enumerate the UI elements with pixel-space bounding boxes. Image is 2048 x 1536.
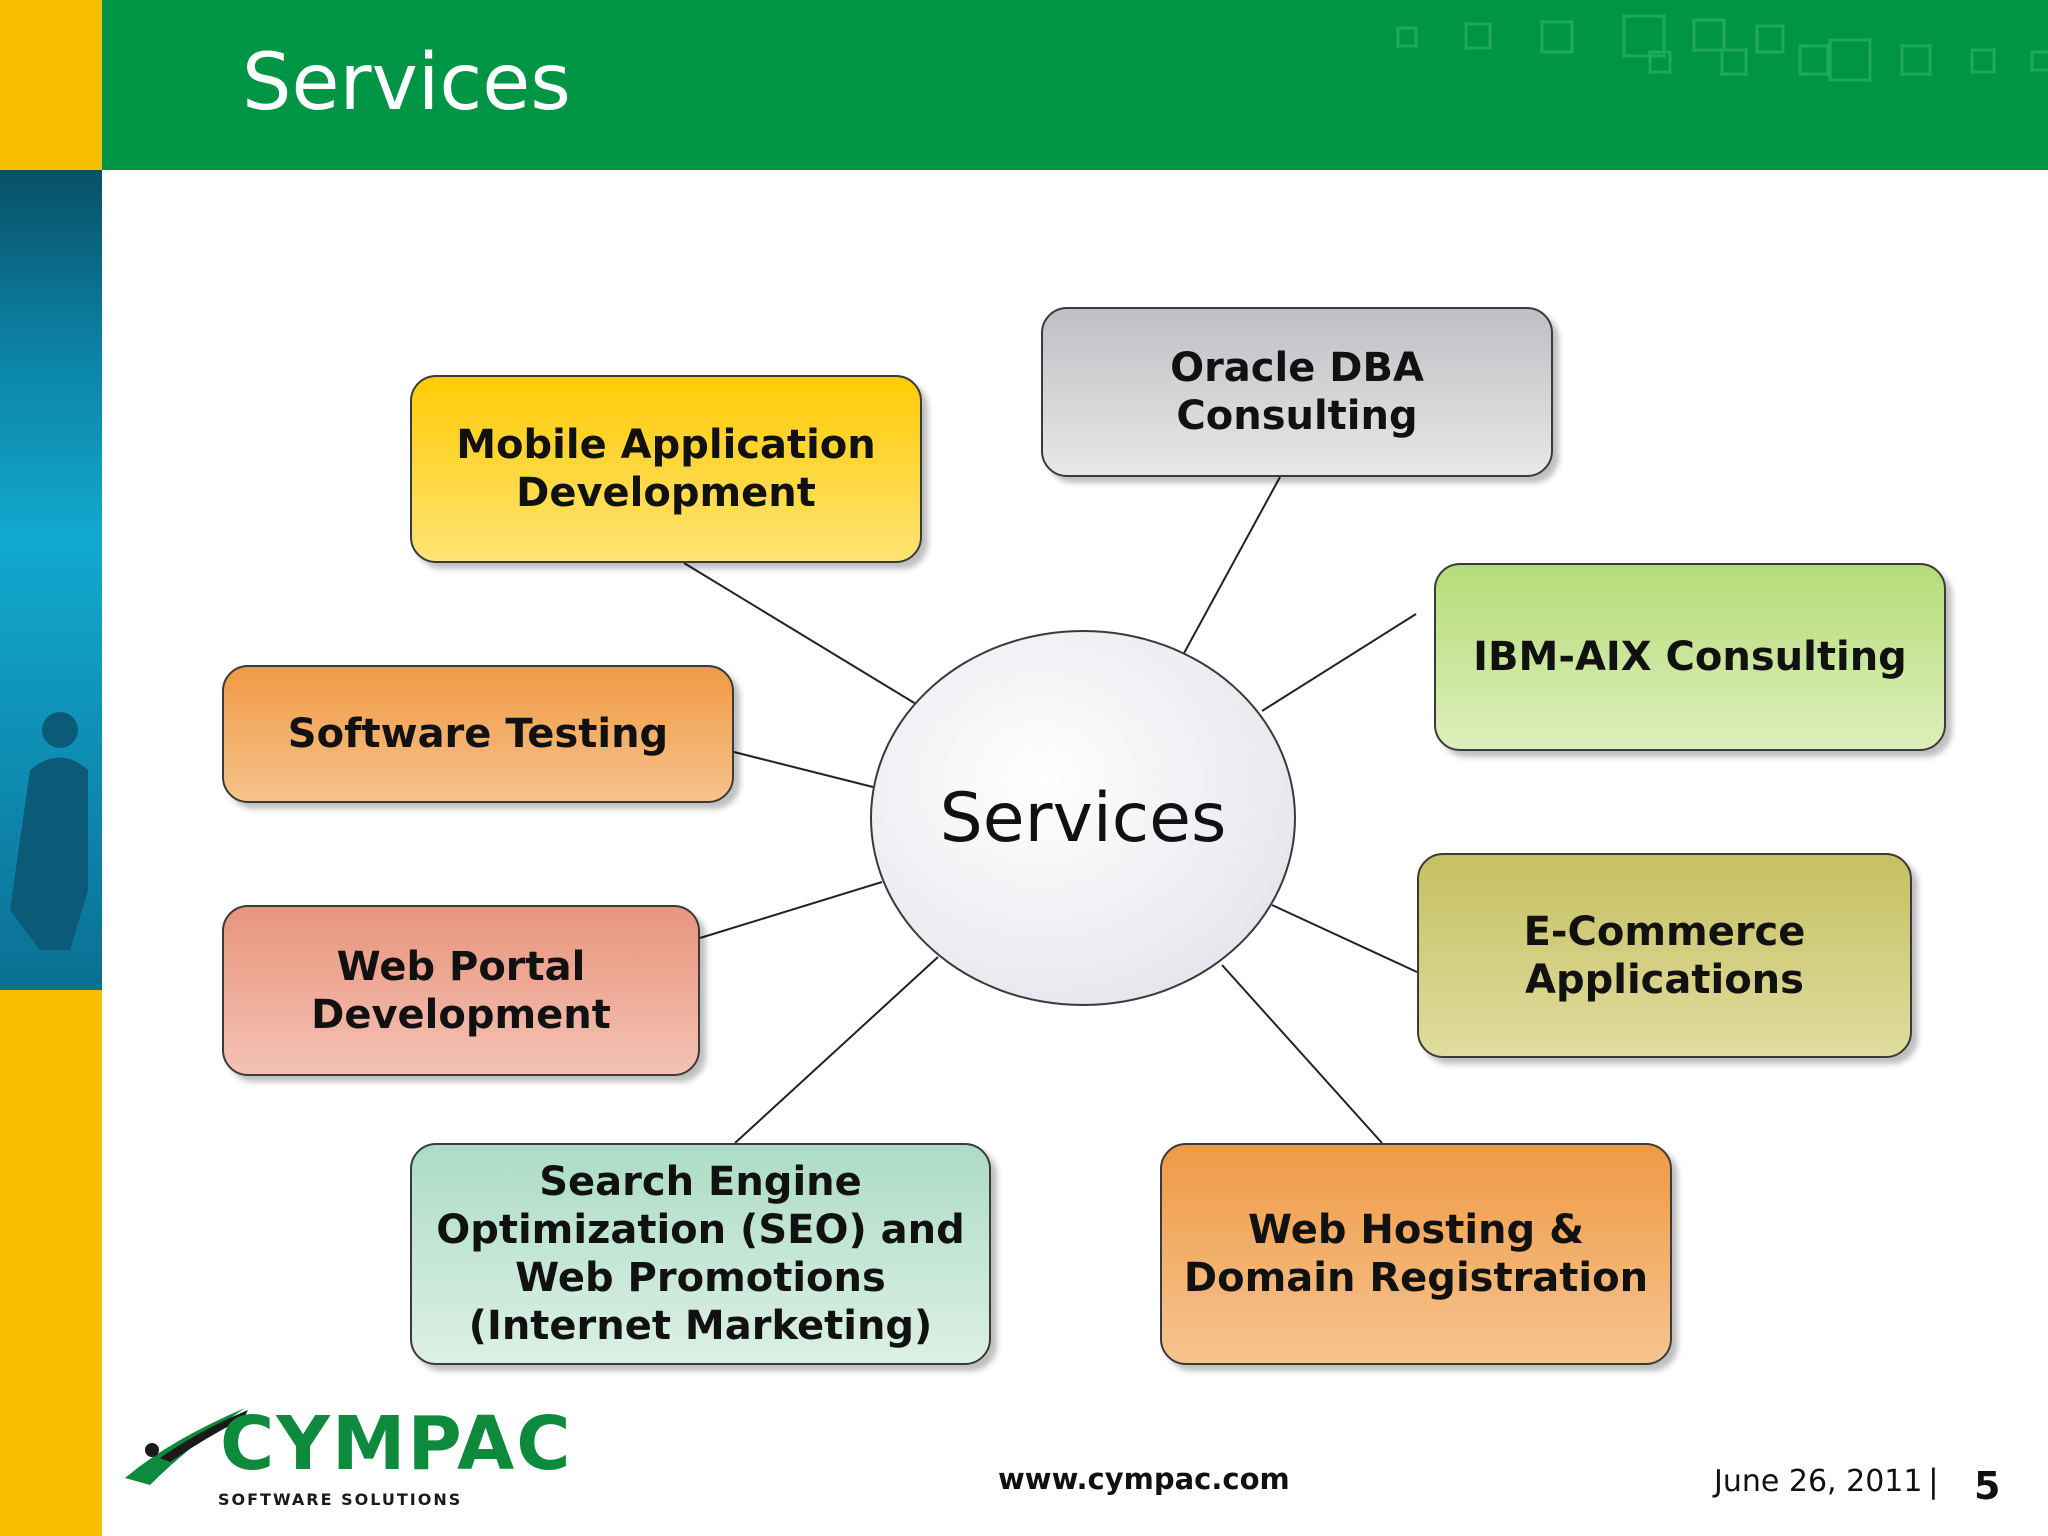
logo-tagline: SOFTWARE SOLUTIONS bbox=[218, 1490, 463, 1509]
slide-header: Services bbox=[102, 0, 2048, 170]
connector-webportal bbox=[699, 881, 883, 939]
left-accent-strip-top bbox=[0, 0, 102, 170]
node-oracle-dba-consulting: Oracle DBA Consulting bbox=[1041, 307, 1553, 477]
node-web-portal-development: Web Portal Development bbox=[222, 905, 700, 1076]
connector-ibm bbox=[1261, 613, 1417, 712]
decorative-squares-pattern bbox=[1396, 14, 2048, 82]
connector-ecommerce bbox=[1271, 904, 1418, 973]
node-seo-web-promotions: Search Engine Optimization (SEO) and Web… bbox=[410, 1143, 991, 1365]
logo-wordmark: CYMPAC bbox=[220, 1401, 573, 1487]
center-node-services: Services bbox=[870, 630, 1296, 1006]
footer-url: www.cympac.com bbox=[998, 1462, 1290, 1496]
left-accent-strip-bottom bbox=[0, 990, 102, 1536]
logo-swoosh-icon bbox=[125, 1408, 248, 1485]
node-ibm-aix-consulting: IBM-AIX Consulting bbox=[1434, 563, 1946, 751]
page-title: Services bbox=[242, 38, 571, 128]
person-silhouette-icon bbox=[10, 712, 88, 950]
footer-date: June 26, 2011 bbox=[1714, 1464, 1923, 1499]
node-ecommerce-applications: E-Commerce Applications bbox=[1417, 853, 1912, 1058]
node-web-hosting-domain: Web Hosting & Domain Registration bbox=[1160, 1143, 1672, 1365]
connector-mobile bbox=[683, 562, 917, 705]
connector-testing bbox=[733, 751, 874, 788]
node-software-testing: Software Testing bbox=[222, 665, 734, 803]
connector-oracle bbox=[1182, 476, 1281, 656]
connector-hosting bbox=[1221, 964, 1383, 1144]
left-photo-strip bbox=[0, 170, 102, 990]
node-mobile-app-development: Mobile Application Development bbox=[410, 375, 922, 563]
cympac-logo: CYMPAC SOFTWARE SOLUTIONS bbox=[120, 1400, 571, 1515]
connector-seo bbox=[734, 956, 939, 1144]
footer-separator: | bbox=[1928, 1462, 1939, 1500]
page-number: 5 bbox=[1974, 1464, 2001, 1508]
